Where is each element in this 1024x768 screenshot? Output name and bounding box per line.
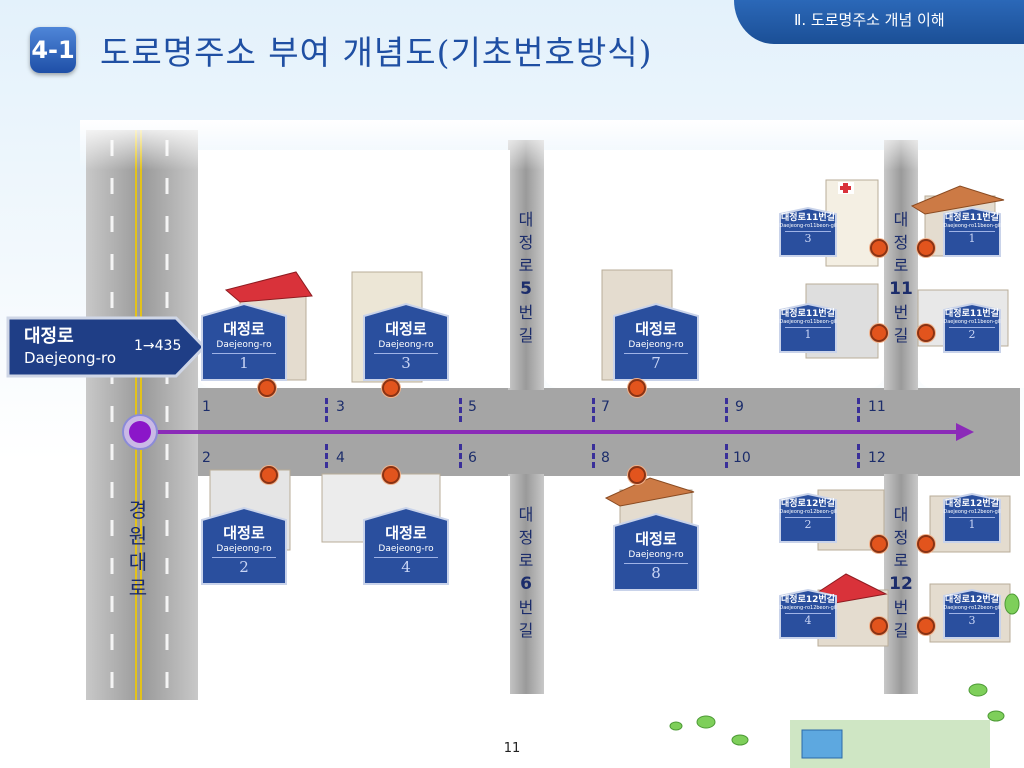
- tick: [459, 444, 464, 468]
- tick: [857, 444, 862, 468]
- base-number: 10: [733, 450, 751, 466]
- main-road-sign: 대정로 Daejeong-ro 1→435: [6, 316, 206, 378]
- section-label: Ⅱ. 도로명주소 개념 이해: [794, 11, 945, 29]
- tick: [325, 444, 330, 468]
- hospital-cross-icon: [838, 182, 854, 194]
- entrance-dot: [628, 466, 646, 484]
- entrance-dot: [917, 535, 935, 553]
- page-number: 11: [503, 741, 521, 756]
- page-title: 도로명주소 부여 개념도(기초번호방식): [100, 33, 653, 72]
- address-plate: 대정로 Daejeong-ro 7: [612, 302, 700, 382]
- entrance-dot: [870, 324, 888, 342]
- entrance-dot: [917, 617, 935, 635]
- slide-badge: 4-1: [30, 27, 76, 73]
- main-road-name-ko: 대정로: [24, 326, 74, 347]
- entrance-dot: [260, 466, 278, 484]
- tick: [725, 444, 730, 468]
- base-number: 9: [735, 399, 744, 415]
- base-number: 11: [868, 399, 886, 415]
- address-plate: 대정로 Daejeong-ro 1: [200, 302, 288, 382]
- entrance-dot: [917, 239, 935, 257]
- entrance-dot: [870, 535, 888, 553]
- section-tab: Ⅱ. 도로명주소 개념 이해: [734, 0, 1024, 44]
- address-plate: 대정로 Daejeong-ro 2: [200, 506, 288, 586]
- base-number: 6: [468, 450, 477, 466]
- base-number: 4: [336, 450, 345, 466]
- base-number: 1: [202, 399, 211, 415]
- tick: [592, 444, 597, 468]
- cross-road-label: 경원대로: [128, 498, 148, 600]
- entrance-dot: [917, 324, 935, 342]
- address-plate: 대정로 Daejeong-ro 8: [612, 512, 700, 592]
- town-illustration: [790, 720, 990, 768]
- base-number: 3: [336, 399, 345, 415]
- address-plate: 대정로 Daejeong-ro 3: [362, 302, 450, 382]
- entrance-dot: [628, 379, 646, 397]
- base-number: 7: [601, 399, 610, 415]
- main-road-range: 1→435: [134, 338, 182, 354]
- side-street-6: [508, 474, 544, 694]
- tick: [857, 398, 862, 422]
- base-number: 8: [601, 450, 610, 466]
- leaves-decoration: [669, 593, 1020, 746]
- entrance-dot: [258, 379, 276, 397]
- entrance-dot: [382, 379, 400, 397]
- entrance-dot: [870, 239, 888, 257]
- tick: [592, 398, 597, 422]
- side-street-11: [884, 140, 918, 390]
- tick: [459, 398, 464, 422]
- entrance-dot: [870, 617, 888, 635]
- base-number: 12: [868, 450, 886, 466]
- main-road-name-en: Daejeong-ro: [24, 349, 116, 367]
- base-number: 2: [202, 450, 211, 466]
- address-plate: 대정로 Daejeong-ro 4: [362, 506, 450, 586]
- entrance-dot: [382, 466, 400, 484]
- tick: [725, 398, 730, 422]
- base-number: 5: [468, 399, 477, 415]
- side-street-12: [884, 474, 918, 694]
- arrow-head: [956, 423, 974, 441]
- tick: [325, 398, 330, 422]
- side-street-5: [508, 140, 544, 390]
